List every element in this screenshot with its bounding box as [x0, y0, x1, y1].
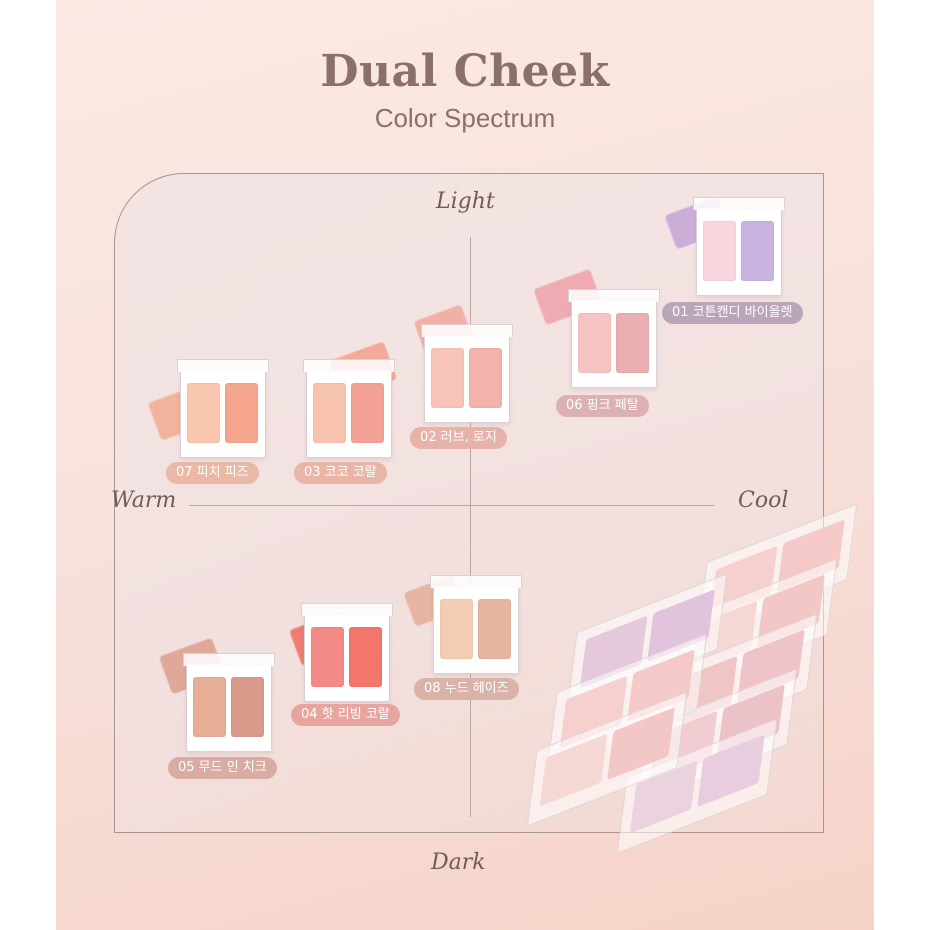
- palette-label-03: 03 코코 코랄: [294, 462, 387, 484]
- pan-left: [187, 383, 220, 443]
- palette-label-05: 05 무드 인 치크: [168, 757, 277, 779]
- pan-right: [231, 677, 264, 737]
- palette-04: [301, 603, 393, 702]
- axis-label-cool: Cool: [738, 488, 789, 513]
- pan-left: [311, 627, 344, 687]
- palette-label-02: 02 러브, 로지: [410, 427, 507, 449]
- palette-03: [303, 359, 395, 458]
- page-subtitle: Color Spectrum: [374, 103, 556, 133]
- palette-01: [693, 197, 785, 296]
- palette-07: [177, 359, 269, 458]
- axis-label-dark: Dark: [431, 850, 486, 875]
- palette-label-01: 01 코튼캔디 바이올렛: [662, 302, 803, 324]
- pan-right: [349, 627, 382, 687]
- palette-06: [568, 289, 660, 388]
- pan-left: [703, 221, 736, 281]
- pan-right: [469, 348, 502, 408]
- page-title: Dual Cheek: [320, 46, 610, 97]
- palette-05: [183, 653, 275, 752]
- axis-label-warm: Warm: [111, 488, 177, 513]
- spectrum-canvas: Dual Cheek Color Spectrum Light Dark War…: [56, 0, 874, 930]
- palette-label-07: 07 피치 피즈: [166, 462, 259, 484]
- pan-right: [616, 313, 649, 373]
- palette-label-08: 08 누드 헤이즈: [414, 678, 519, 700]
- pan-right: [741, 221, 774, 281]
- pan-right: [351, 383, 384, 443]
- palette-label-04: 04 핫 리빙 코랄: [291, 704, 400, 726]
- horizontal-axis: [189, 505, 714, 506]
- palette-label-06: 06 핑크 페탈: [556, 395, 649, 417]
- pan-right: [478, 599, 511, 659]
- palette-02: [421, 324, 513, 423]
- palette-08: [430, 575, 522, 674]
- axis-label-light: Light: [436, 189, 495, 214]
- pan-left: [578, 313, 611, 373]
- pan-left: [193, 677, 226, 737]
- pan-right: [225, 383, 258, 443]
- pan-left: [313, 383, 346, 443]
- pan-left: [440, 599, 473, 659]
- pan-left: [431, 348, 464, 408]
- stacked-palettes-image: [511, 495, 871, 854]
- vertical-axis: [470, 237, 471, 817]
